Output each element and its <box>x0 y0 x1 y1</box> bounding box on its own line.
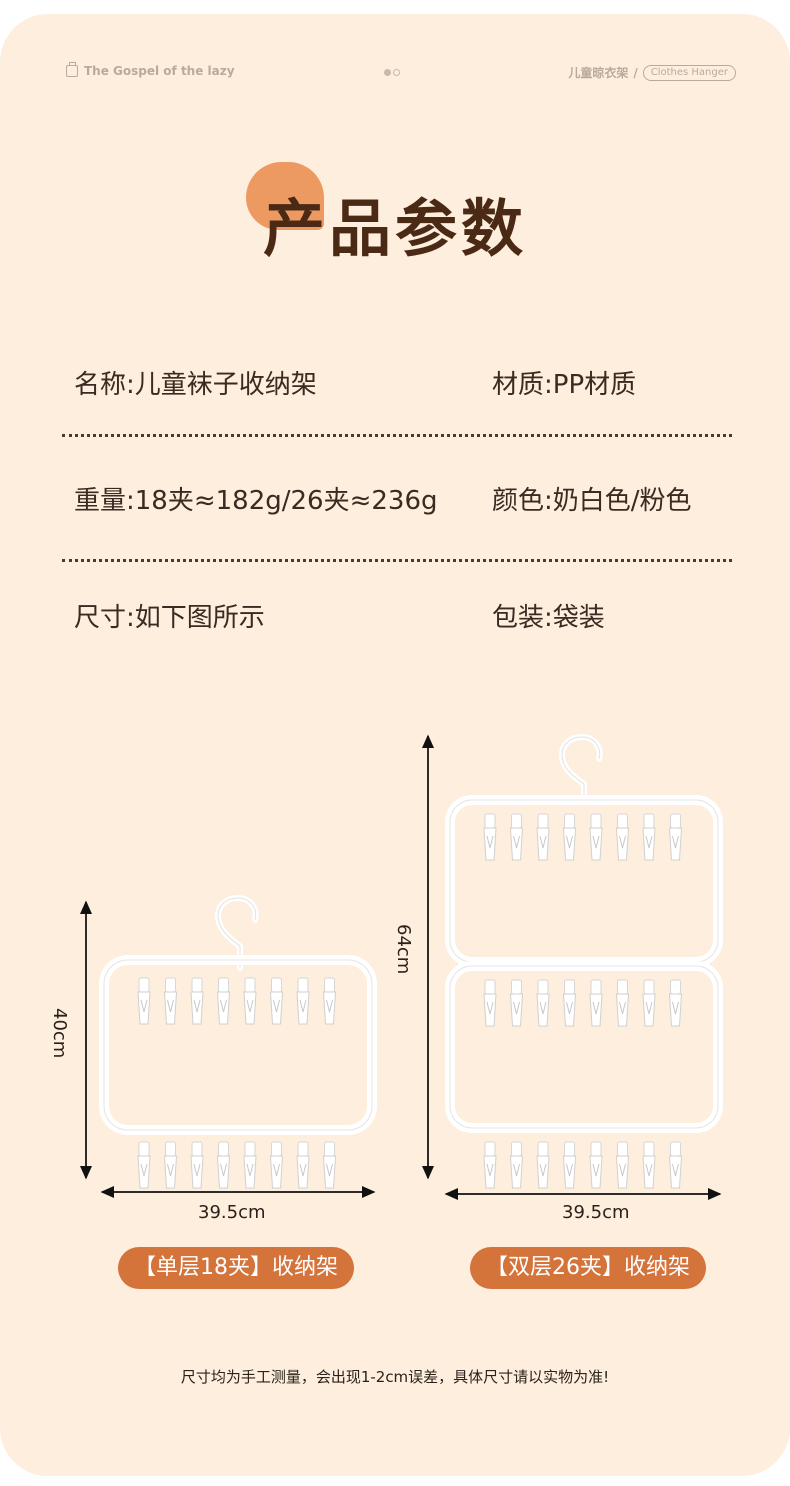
spec-color: 颜色:奶白色/粉色 <box>492 486 692 516</box>
clip-icon <box>536 1141 550 1189</box>
brand-text: The Gospel of the lazy <box>84 64 235 78</box>
single-layer-hanger <box>99 894 377 1189</box>
divider <box>62 559 732 562</box>
clip-icon <box>323 1141 336 1189</box>
width-label-double: 39.5cm <box>562 1202 630 1223</box>
clip-icon <box>137 977 151 1025</box>
clip-icon <box>217 977 230 1025</box>
clip-icon <box>510 813 523 861</box>
product-card: The Gospel of the lazy 儿童晾衣架 / Clothes H… <box>0 14 790 1476</box>
clip-icon <box>243 1141 257 1189</box>
spec-package: 包装:袋装 <box>492 603 605 633</box>
measurement-note: 尺寸均为手工测量，会出现1-2cm误差，具体尺寸请以实物为准! <box>180 1368 610 1386</box>
clip-icon <box>510 979 523 1027</box>
clip-icon <box>536 813 550 861</box>
height-label-double: 64cm <box>393 924 414 975</box>
clip-icon <box>296 1141 310 1189</box>
clip-icon <box>217 1141 230 1189</box>
clip-icon <box>563 813 576 861</box>
clip-icon <box>164 977 177 1025</box>
category: 儿童晾衣架 / Clothes Hanger <box>568 64 736 81</box>
page-title: 产品参数 <box>262 192 527 265</box>
brand: The Gospel of the lazy <box>66 62 235 78</box>
clip-icon <box>137 1141 151 1189</box>
clip-icon <box>669 979 682 1027</box>
clip-icon <box>589 813 603 861</box>
clip-icon <box>483 979 497 1027</box>
title-accent-blob <box>246 162 324 230</box>
clip-icon <box>483 1141 497 1189</box>
clip-icon <box>616 1141 629 1189</box>
clip-icon <box>589 1141 603 1189</box>
clip-icon <box>536 979 550 1027</box>
clip-icon <box>563 1141 576 1189</box>
clip-icon <box>270 977 283 1025</box>
top-bar: The Gospel of the lazy 儿童晾衣架 / Clothes H… <box>0 62 790 84</box>
category-text: 儿童晾衣架 <box>568 66 629 80</box>
clip-icon <box>190 977 204 1025</box>
dot-icon <box>393 69 400 76</box>
clip-icon <box>669 1141 682 1189</box>
clip-icon <box>589 979 603 1027</box>
clip-icon <box>642 813 656 861</box>
dot-icon <box>384 69 391 76</box>
clip-icon <box>642 979 656 1027</box>
product-tag-double: 【双层26夹】收纳架 <box>470 1247 706 1289</box>
clip-icon <box>323 977 336 1025</box>
clip-icon <box>616 813 629 861</box>
clip-icon <box>483 813 497 861</box>
spec-weight: 重量:18夹≈182g/26夹≈236g <box>74 486 438 516</box>
height-label-single: 40cm <box>49 1008 70 1059</box>
spec-name: 名称:儿童袜子收纳架 <box>74 370 317 400</box>
clip-icon <box>642 1141 656 1189</box>
category-pill: Clothes Hanger <box>642 64 736 81</box>
double-layer-hanger <box>445 733 723 1189</box>
width-label-single: 39.5cm <box>198 1202 266 1223</box>
clip-icon <box>563 979 576 1027</box>
bag-icon <box>66 62 78 77</box>
clip-icon <box>616 979 629 1027</box>
divider <box>62 434 732 437</box>
spec-material: 材质:PP材质 <box>492 370 637 400</box>
category-separator: / <box>633 65 638 80</box>
spec-size: 尺寸:如下图所示 <box>74 603 265 633</box>
clip-icon <box>296 977 310 1025</box>
clip-icon <box>164 1141 177 1189</box>
clip-icon <box>669 813 682 861</box>
page-dots <box>384 69 400 76</box>
clip-icon <box>190 1141 204 1189</box>
product-tag-single: 【单层18夹】收纳架 <box>118 1247 354 1289</box>
title-block: 产品参数 <box>0 178 790 268</box>
clip-icon <box>270 1141 283 1189</box>
clip-icon <box>243 977 257 1025</box>
hanger-diagrams <box>80 733 723 1200</box>
clip-icon <box>510 1141 523 1189</box>
